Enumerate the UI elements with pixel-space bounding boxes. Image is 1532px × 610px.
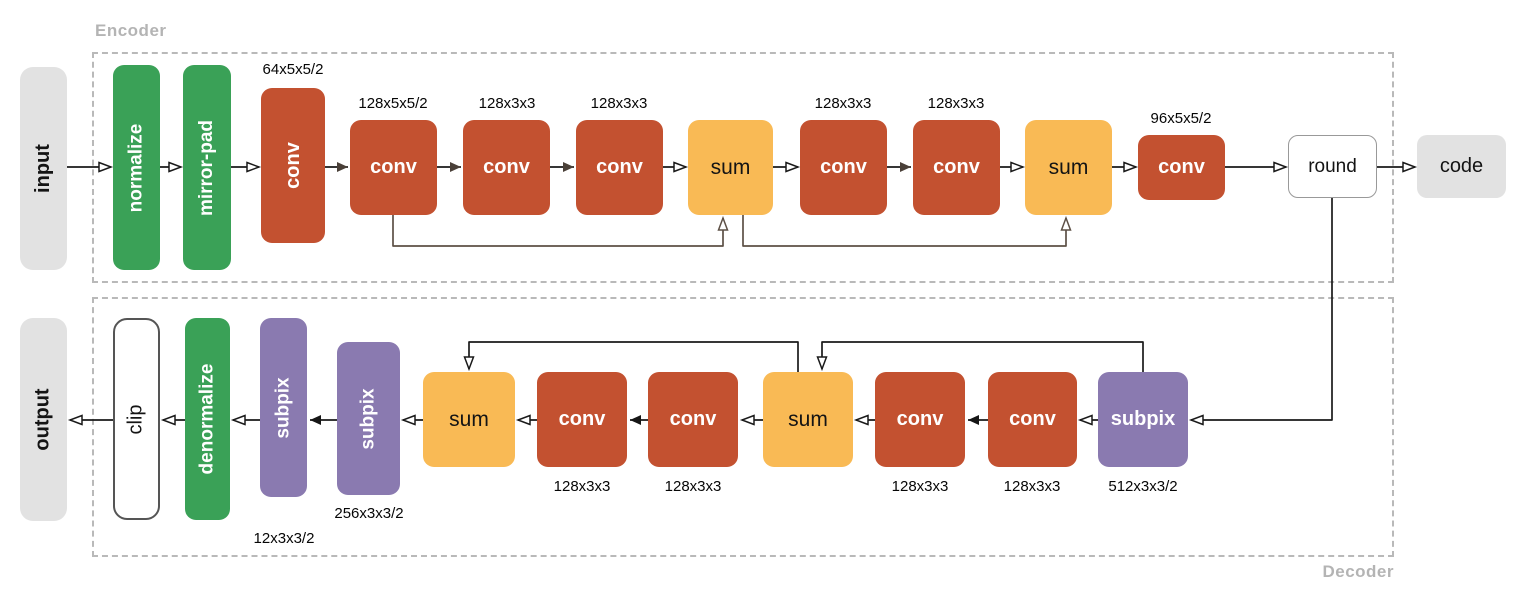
encoder-conv6-params: 128x3x3 bbox=[927, 95, 985, 112]
decoder-subpix2-block: subpix bbox=[337, 342, 400, 495]
round-label: round bbox=[1308, 155, 1357, 177]
normalize-label: normalize bbox=[125, 123, 147, 212]
decoder-region-box bbox=[92, 297, 1394, 557]
encoder-conv5-label: conv bbox=[820, 156, 867, 178]
decoder-conv1-block: conv bbox=[537, 372, 627, 467]
encoder-conv3-params: 128x3x3 bbox=[478, 95, 536, 112]
decoder-sum2-label: sum bbox=[788, 407, 828, 431]
decoder-subpix3-label: subpix bbox=[1110, 408, 1176, 430]
encoder-sum1-block: sum bbox=[688, 120, 773, 215]
encoder-conv1-block: conv bbox=[261, 88, 325, 243]
decoder-conv2-params: 128x3x3 bbox=[664, 478, 722, 495]
denormalize-label: denormalize bbox=[196, 363, 218, 475]
decoder-conv4-params: 128x3x3 bbox=[1003, 478, 1061, 495]
encoder-conv7-params: 96x5x5/2 bbox=[1150, 110, 1212, 127]
decoder-subpix1-block: subpix bbox=[260, 318, 307, 497]
decoder-subpix1-params: 12x3x3/2 bbox=[253, 530, 315, 547]
encoder-conv2-params: 128x5x5/2 bbox=[358, 95, 428, 112]
encoder-conv2-label: conv bbox=[370, 156, 417, 178]
encoder-sum2-label: sum bbox=[1048, 155, 1089, 179]
encoder-conv2-block: conv bbox=[350, 120, 437, 215]
encoder-conv1-params: 64x5x5/2 bbox=[262, 61, 324, 78]
normalize-block: normalize bbox=[113, 65, 160, 270]
decoder-conv3-params: 128x3x3 bbox=[891, 478, 949, 495]
decoder-region-label: Decoder bbox=[1322, 562, 1394, 581]
decoder-conv4-label: conv bbox=[1009, 408, 1056, 430]
encoder-conv7-label: conv bbox=[1158, 156, 1205, 178]
output-label: output bbox=[32, 388, 54, 451]
decoder-subpix2-params: 256x3x3/2 bbox=[334, 505, 404, 522]
encoder-conv4-block: conv bbox=[576, 120, 663, 215]
code-block: code bbox=[1417, 135, 1506, 198]
clip-block: clip bbox=[113, 318, 160, 520]
clip-label: clip bbox=[124, 403, 147, 435]
encoder-conv5-block: conv bbox=[800, 120, 887, 215]
decoder-conv3-label: conv bbox=[896, 408, 944, 430]
encoder-conv6-block: conv bbox=[913, 120, 1000, 215]
mirror-pad-block: mirror-pad bbox=[183, 65, 231, 270]
encoder-conv3-block: conv bbox=[463, 120, 550, 215]
decoder-subpix3-block: subpix bbox=[1098, 372, 1188, 467]
round-block: round bbox=[1288, 135, 1377, 198]
encoder-conv5-params: 128x3x3 bbox=[814, 95, 872, 112]
encoder-conv1-label: conv bbox=[281, 142, 304, 189]
input-label: input bbox=[32, 144, 54, 193]
encoder-sum2-block: sum bbox=[1025, 120, 1112, 215]
encoder-conv4-params: 128x3x3 bbox=[590, 95, 648, 112]
encoder-sum1-label: sum bbox=[710, 155, 751, 179]
decoder-sum1-label: sum bbox=[449, 407, 489, 431]
decoder-conv4-block: conv bbox=[988, 372, 1077, 467]
decoder-sum2-block: sum bbox=[763, 372, 853, 467]
decoder-subpix3-params: 512x3x3/2 bbox=[1108, 478, 1178, 495]
decoder-sum1-block: sum bbox=[423, 372, 515, 467]
encoder-conv7-block: conv bbox=[1138, 135, 1225, 200]
decoder-conv3-block: conv bbox=[875, 372, 965, 467]
denormalize-block: denormalize bbox=[185, 318, 230, 520]
encoder-conv4-label: conv bbox=[596, 156, 643, 178]
encoder-region-label: Encoder bbox=[95, 21, 167, 40]
mirror-pad-label: mirror-pad bbox=[196, 119, 218, 216]
encoder-conv3-label: conv bbox=[483, 156, 530, 178]
encoder-conv6-label: conv bbox=[933, 156, 980, 178]
decoder-conv2-label: conv bbox=[669, 408, 717, 430]
input-block: input bbox=[20, 67, 67, 270]
output-block: output bbox=[20, 318, 67, 521]
decoder-conv1-params: 128x3x3 bbox=[553, 478, 611, 495]
decoder-subpix1-label: subpix bbox=[272, 376, 294, 439]
decoder-conv2-block: conv bbox=[648, 372, 738, 467]
decoder-subpix2-label: subpix bbox=[357, 387, 379, 450]
decoder-conv1-label: conv bbox=[558, 408, 606, 430]
code-label: code bbox=[1439, 155, 1484, 177]
